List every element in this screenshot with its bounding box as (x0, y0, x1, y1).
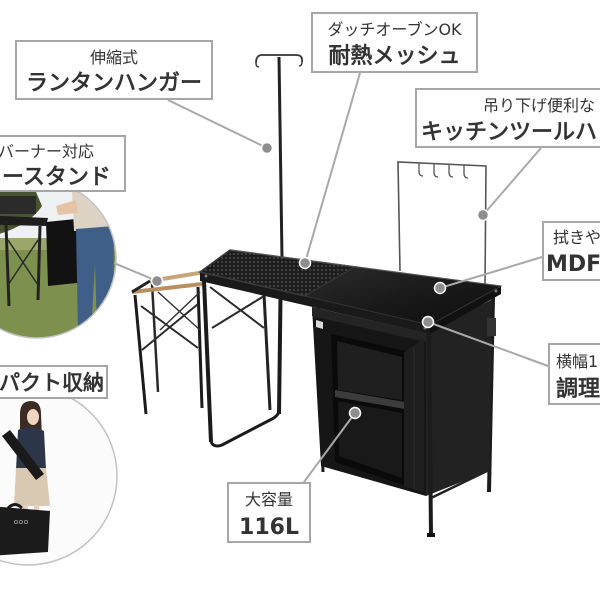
callout-title: 調理 (556, 377, 600, 402)
cabinet-shelf (335, 390, 405, 409)
callout-title: ースタンド (2, 165, 111, 190)
burner-stand-leg (133, 294, 148, 415)
leader-line-mdf (439, 256, 543, 289)
table-leg-foot-bar (209, 409, 281, 448)
lantern-hook-right (298, 61, 303, 67)
photo-cabinet (46, 218, 86, 286)
burner-stand-brace (141, 303, 199, 351)
callout-subtitle: ダッチオーブンOK (327, 20, 462, 39)
burner-stand-leg (196, 286, 204, 409)
cabinet-side-strap (487, 318, 496, 336)
tool-hook (448, 164, 454, 178)
callout-title: 耐熱メッシュ (328, 44, 461, 69)
table-rivet (204, 274, 208, 278)
callout-title: 116L (239, 515, 299, 540)
table-leg-mid (262, 293, 272, 411)
marker-dot-mdf (433, 281, 447, 295)
callout-burner-stand: バーナー対応 ースタンド (0, 135, 126, 192)
leader-line-capacity (303, 412, 356, 483)
cabinet-upper-compartment (337, 341, 402, 400)
callout-tool-hanger: 吊り下げ便利な キッチンツールハ (415, 88, 600, 148)
lantern-crossbar (255, 54, 304, 64)
burner-stand-leg (150, 282, 160, 393)
photo-stove (0, 196, 36, 214)
leader-line-lantern (167, 99, 268, 149)
storage-case-logo (13, 520, 28, 525)
woman-face (27, 409, 39, 425)
cabinet-bottom-bar (430, 468, 490, 500)
tool-hanger (397, 161, 487, 287)
cabinet-label-tag (316, 320, 323, 329)
cabinet-valance (312, 307, 426, 342)
marker-dot-tool-hanger (476, 208, 490, 222)
leader-line-mesh (304, 72, 361, 264)
cabinet-lower-compartment (338, 401, 402, 478)
leader-line-tool-hanger (482, 147, 542, 216)
callout-subtitle: 拭きや (553, 228, 600, 247)
storage-case-handle (6, 503, 24, 510)
callout-heat-mesh: ダッチオーブンOK 耐熱メッシュ (311, 12, 478, 73)
table-brace (211, 295, 265, 329)
callout-mdf-top: 拭きや MDF (542, 221, 600, 281)
callout-width: 横幅1 調理 (548, 343, 600, 405)
burner-stand-wood-rail (131, 282, 203, 294)
tool-hook (463, 165, 469, 179)
callout-title: ランタンハンガー (25, 71, 202, 96)
callout-lantern-hanger: 伸縮式 ランタンハンガー (15, 40, 213, 100)
callout-subtitle: 吊り下げ便利な (483, 96, 596, 115)
tool-hook (433, 164, 439, 178)
callout-title: パクト収納 (0, 371, 104, 395)
tool-hook (418, 163, 424, 177)
lantern-hook-left (255, 62, 260, 68)
callout-compact-storage: パクト収納 (0, 365, 108, 399)
photo-stand-top (0, 214, 48, 226)
table-foot (427, 533, 435, 537)
woman-skirt (14, 468, 50, 506)
table-back-edge (229, 249, 502, 287)
marker-dot-capacity (348, 406, 362, 420)
table-leg-front-right (427, 329, 433, 537)
table-right-apron (430, 286, 501, 334)
burner-stand-brace (159, 291, 201, 331)
photo-stand-brace (7, 239, 39, 286)
lantern-hanger (255, 54, 304, 259)
callout-subtitle: 横幅1 (556, 352, 599, 371)
table-front-apron (200, 272, 430, 334)
photo-stand-leg (4, 224, 11, 307)
callout-subtitle: 大容量 (244, 490, 293, 509)
marker-dot-burner (150, 274, 164, 288)
callout-title: MDF (546, 252, 600, 277)
callout-title: キッチンツールハ (421, 120, 598, 145)
marker-dot-width (421, 315, 435, 329)
tool-hanger-wire (397, 161, 487, 287)
marker-dot-lantern (260, 141, 274, 155)
photo-person-arm (56, 200, 78, 215)
table-top (198, 249, 503, 334)
table-brace (209, 286, 265, 329)
photo-stand-leg (36, 225, 42, 301)
callout-subtitle: バーナー対応 (0, 142, 95, 161)
photo-trees (0, 180, 42, 242)
burner-stand-end-bar (131, 279, 151, 294)
cabinet-side-panel (426, 299, 493, 496)
leader-line-width (427, 321, 549, 367)
storage-cabinet (312, 299, 496, 500)
leader-line-burner (113, 262, 158, 282)
table-leg-front-left (202, 280, 213, 443)
callout-capacity: 大容量 116L (227, 482, 311, 543)
table-rivet (494, 289, 498, 293)
storage-case (0, 506, 50, 556)
lantern-pole (277, 56, 284, 259)
marker-dot-mesh (298, 256, 312, 270)
carry-bag (2, 430, 44, 480)
callout-subtitle: 伸縮式 (89, 48, 138, 67)
